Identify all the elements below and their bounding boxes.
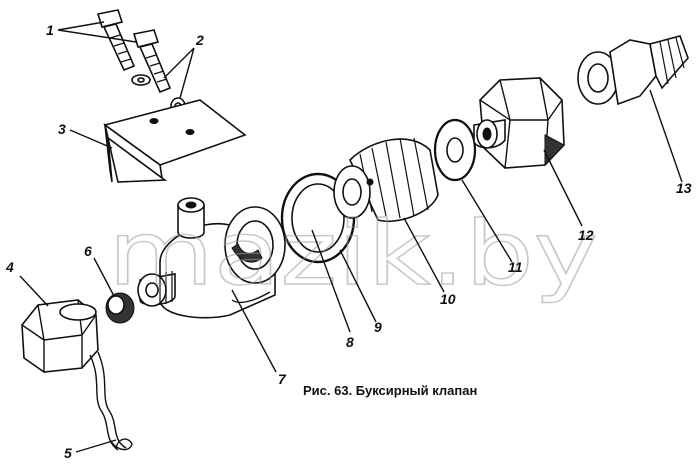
callout-10: 10 bbox=[440, 291, 456, 307]
part-7-valve-body bbox=[137, 197, 286, 319]
part-13-nipple bbox=[577, 35, 689, 106]
watermark: mazik.by bbox=[108, 202, 598, 305]
part-3-bracket bbox=[103, 99, 247, 183]
callout-3: 3 bbox=[58, 121, 66, 137]
leader-lines bbox=[19, 21, 683, 453]
callout-2: 2 bbox=[195, 32, 204, 48]
callout-13: 13 bbox=[676, 180, 692, 196]
callout-7: 7 bbox=[278, 371, 287, 387]
callout-9: 9 bbox=[374, 319, 382, 335]
part-6-plug bbox=[105, 292, 135, 324]
callout-11: 11 bbox=[508, 259, 523, 275]
callout-6: 6 bbox=[84, 243, 92, 259]
figure-caption: Рис. 63. Буксирный клапан bbox=[303, 383, 477, 398]
part-12-union-nut bbox=[473, 77, 565, 169]
part-4-cap-nut bbox=[21, 299, 99, 373]
callout-5: 5 bbox=[64, 445, 72, 461]
callout-4: 4 bbox=[5, 259, 14, 275]
callout-labels: 1 2 3 4 5 6 7 8 9 10 11 12 13 bbox=[5, 22, 692, 461]
callout-12: 12 bbox=[578, 227, 594, 243]
callout-8: 8 bbox=[346, 334, 354, 350]
part-11-washer bbox=[433, 118, 477, 182]
part-5-cable bbox=[89, 351, 133, 451]
part-1-bolts bbox=[96, 9, 172, 94]
part-10-valve-seat bbox=[333, 137, 439, 222]
callout-1: 1 bbox=[46, 22, 54, 38]
